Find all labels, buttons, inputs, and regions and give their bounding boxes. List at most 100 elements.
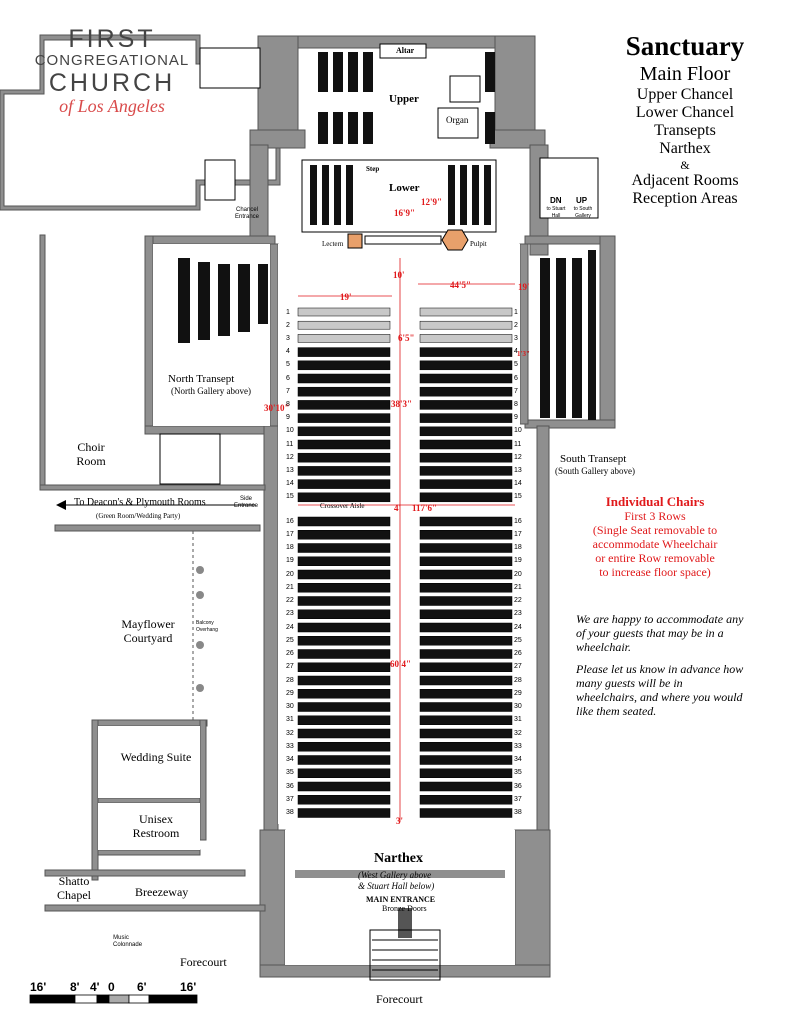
row-number: 35 <box>286 769 294 777</box>
row-number: 8 <box>286 400 290 408</box>
forecourt-bottom-label: Forecourt <box>376 992 423 1006</box>
row-number: 10 <box>286 427 294 435</box>
upper-chancel-pews <box>318 43 495 144</box>
individual-chairs-note: Individual Chairs First 3 Rows (Single S… <box>565 494 745 580</box>
unisex-restroom-label: Unisex Restroom <box>132 812 180 840</box>
walls <box>0 34 616 978</box>
pew-row <box>297 781 391 792</box>
chair-row <box>297 307 391 317</box>
narthex-note-2: & Stuart Hall below) <box>358 881 435 891</box>
north-transept-pews <box>178 258 268 343</box>
row-number: 30 <box>286 703 294 710</box>
lectern-label: Lectern <box>322 240 344 248</box>
individual-chairs-line: First 3 Rows <box>624 509 686 523</box>
row-number: 24 <box>286 623 294 631</box>
pew-row <box>419 360 513 371</box>
pew-row <box>297 583 391 593</box>
row-number: 9 <box>286 414 290 422</box>
pew-row <box>419 347 513 357</box>
row-number: 7 <box>286 387 290 395</box>
row-number: 18 <box>286 544 294 551</box>
dim-transept: 30'10" <box>264 403 290 413</box>
row-number: 31 <box>286 716 294 724</box>
stair-up-label: UP <box>576 196 588 205</box>
row-number: 33 <box>514 742 522 750</box>
row-number: 26 <box>286 650 294 657</box>
row-number: 3 <box>286 334 290 342</box>
wheelchair-note: We are happy to accommodate any of your … <box>576 612 746 726</box>
individual-chairs-line: accommodate Wheelchair <box>592 537 718 551</box>
dim-row-depth: 6'5" <box>398 333 415 343</box>
logo-line-4: of Los Angeles <box>59 96 165 116</box>
row-number: 36 <box>286 782 294 790</box>
pew-row <box>297 808 391 818</box>
pew-row <box>297 479 391 489</box>
scale-label: 16' <box>30 980 47 994</box>
north-transept-note: (North Gallery above) <box>171 386 251 396</box>
row-number: 14 <box>514 480 522 488</box>
music-colonnade-label: Music Colonnade <box>113 935 143 948</box>
row-number: 27 <box>286 663 294 671</box>
to-south-gallery-label: to South Gallery <box>573 206 593 219</box>
row-number: 1 <box>514 308 518 316</box>
row-number: 23 <box>514 610 522 618</box>
deacons-note: (Green Room/Wedding Party) <box>96 512 181 520</box>
nw-stairs <box>159 47 261 485</box>
dim-right-side: 19' <box>518 282 530 292</box>
row-number: 36 <box>514 782 522 790</box>
scale-label: 0 <box>108 980 115 994</box>
row-number: 13 <box>286 466 294 474</box>
logo-line-3: CHURCH <box>48 69 176 97</box>
pew-row <box>297 596 391 606</box>
pew-row <box>419 795 513 805</box>
pew-row <box>297 569 391 580</box>
bronze-doors-label: Bronze Doors <box>382 904 427 913</box>
pew-row <box>297 636 391 646</box>
individual-chairs-heading: Individual Chairs <box>605 494 705 509</box>
pew-row <box>419 466 513 476</box>
crossover-aisle-label: Crossover Aisle <box>320 502 365 510</box>
pew-row <box>419 742 513 752</box>
pew-row <box>297 439 391 450</box>
dim-chancel-depth: 12'9" <box>421 197 442 207</box>
row-number: 5 <box>286 361 290 369</box>
title-item: Reception Areas <box>632 190 738 207</box>
dim-rear-section: 60'4" <box>390 659 411 669</box>
pew-row <box>419 543 513 553</box>
scale-label: 4' <box>90 980 100 994</box>
title-item: Transepts <box>654 122 716 139</box>
row-number: 11 <box>286 440 294 448</box>
row-number: 22 <box>514 597 522 604</box>
pew-row <box>419 755 513 765</box>
se-stairs <box>539 157 599 219</box>
row-number: 31 <box>514 716 522 724</box>
pew-row <box>297 373 391 384</box>
title-block: Sanctuary Main Floor Upper Chancel Lower… <box>600 30 770 208</box>
row-number: 2 <box>286 321 290 329</box>
pew-row <box>419 413 513 423</box>
entrance-steps <box>369 929 441 981</box>
row-number: 20 <box>286 570 294 578</box>
pew-row <box>419 609 513 619</box>
pew-row <box>297 768 391 778</box>
pew-row <box>419 622 513 633</box>
narthex-note-1: (West Gallery above <box>358 870 432 880</box>
row-number: 33 <box>286 742 294 750</box>
row-number: 28 <box>514 676 522 684</box>
row-number: 28 <box>286 676 294 684</box>
wedding-suite-label: Wedding Suite <box>120 750 192 764</box>
row-number: 13 <box>514 466 522 474</box>
row-number: 4 <box>514 348 518 356</box>
pew-row <box>419 569 513 580</box>
pew-row <box>419 516 513 527</box>
pew-row <box>419 583 513 593</box>
row-number: 29 <box>514 689 522 697</box>
scale-label: 8' <box>70 980 80 994</box>
row-number: 38 <box>514 809 522 816</box>
pew-row <box>297 609 391 619</box>
pew-row <box>419 689 513 699</box>
pew-row <box>297 400 391 410</box>
scale-bar <box>29 994 198 1004</box>
row-number: 35 <box>514 769 522 777</box>
